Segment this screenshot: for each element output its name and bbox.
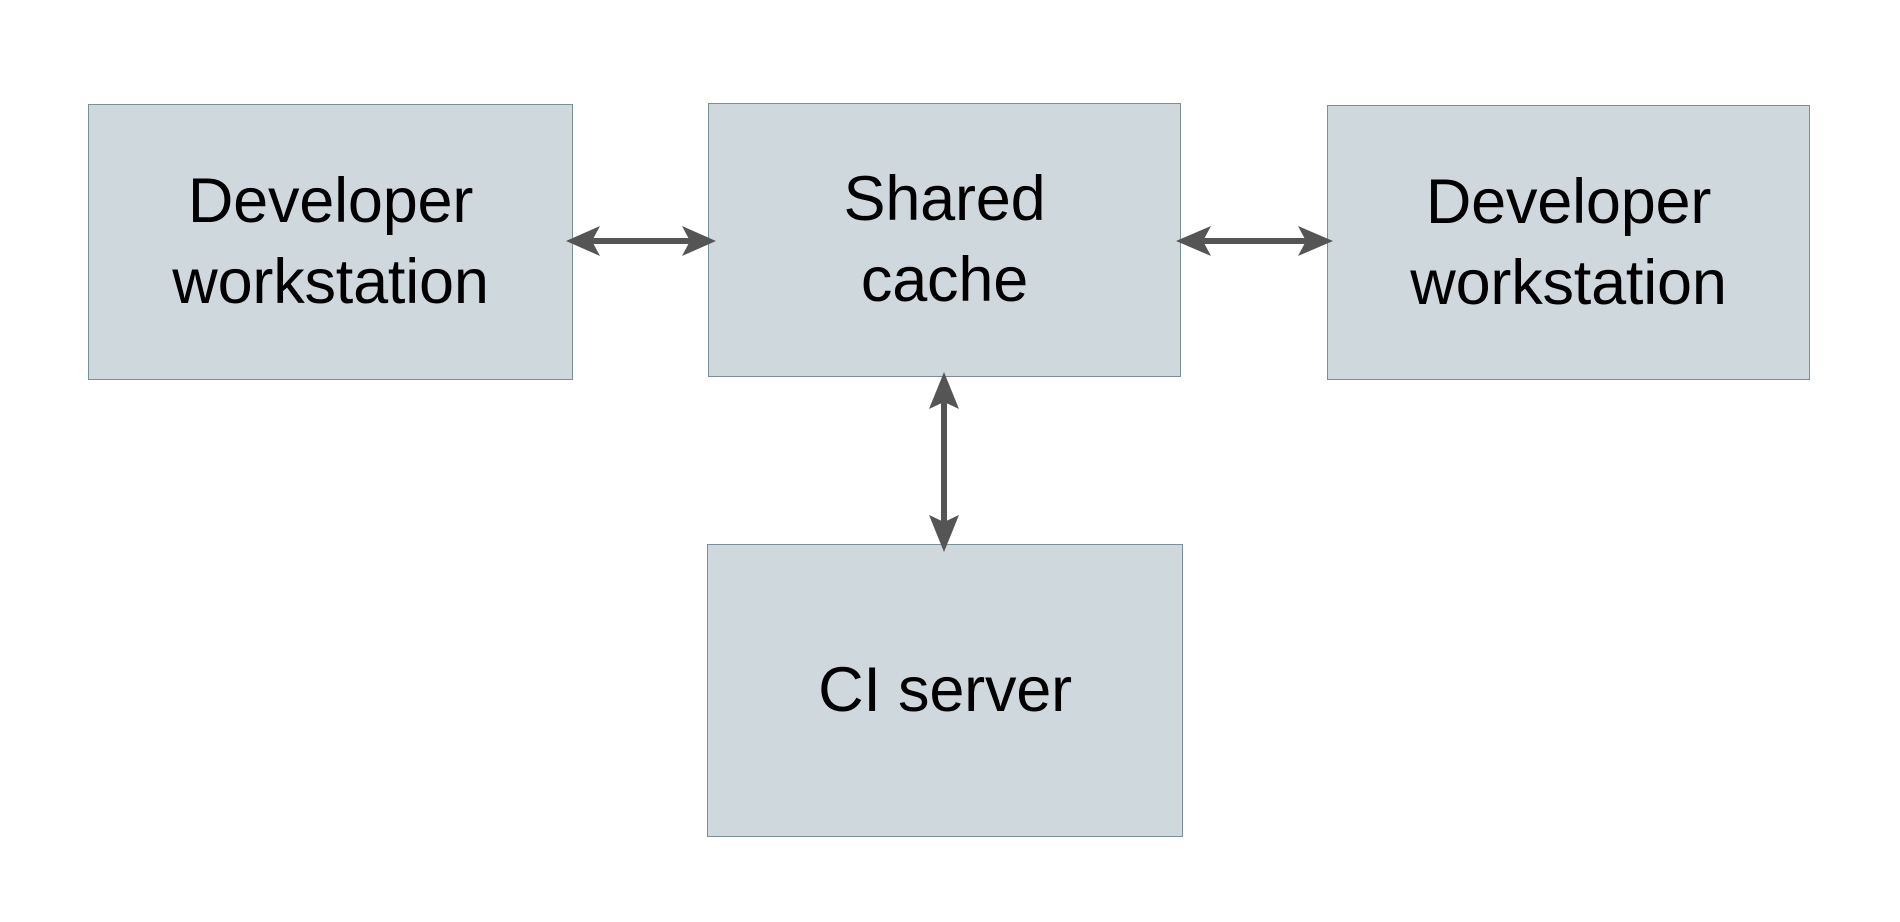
node-label: Shared cache <box>843 164 1046 315</box>
node-developer-workstation-left[interactable]: Developer workstation <box>88 104 573 380</box>
double-arrow-horizontal-icon <box>566 226 716 256</box>
node-label: CI server <box>818 655 1072 726</box>
edge-dev-left-to-cache[interactable] <box>566 218 716 264</box>
node-label: Developer workstation <box>1410 166 1727 318</box>
edge-cache-to-ci-server[interactable] <box>921 372 967 552</box>
node-ci-server[interactable]: CI server <box>707 544 1183 837</box>
edge-cache-to-dev-right[interactable] <box>1176 218 1333 264</box>
node-shared-cache[interactable]: Shared cache <box>708 103 1181 377</box>
double-arrow-horizontal-icon <box>1176 226 1333 256</box>
node-label: Developer workstation <box>172 166 489 317</box>
double-arrow-vertical-icon <box>929 372 959 552</box>
node-developer-workstation-right[interactable]: Developer workstation <box>1327 105 1810 380</box>
